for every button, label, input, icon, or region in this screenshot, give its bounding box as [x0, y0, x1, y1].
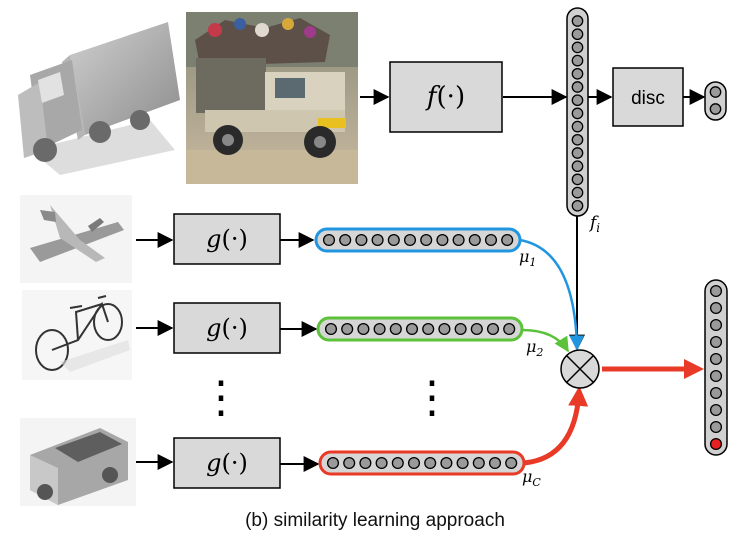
muC-vector [318, 450, 526, 476]
mu2-vector-cell [405, 322, 419, 336]
feature-vector-cell [571, 41, 584, 54]
mu2-vector-cell [454, 322, 467, 336]
output-vector-cell [709, 352, 723, 366]
output-vector-cell [709, 437, 723, 451]
muC-vector-cell [375, 456, 388, 470]
output-vector-cell [709, 284, 723, 298]
bicycle-render-image [22, 290, 132, 380]
figure-caption: (b) similarity learning approach [245, 510, 505, 531]
mu1-vector-cell [452, 233, 465, 247]
feature-vector-cell [571, 173, 584, 186]
mu2-vector-cell [324, 322, 338, 336]
feature-vector-cell [571, 28, 584, 41]
g-block-1: g(·) [173, 213, 281, 265]
feature-vector-cell [571, 199, 584, 212]
muC-vector-cell [472, 456, 485, 470]
feature-vector-cell [571, 160, 584, 173]
output-vector-cell [709, 301, 723, 315]
mu1-vector-cell [420, 233, 433, 247]
arrow-muC-to-combine [523, 386, 589, 466]
mu2-vector-cell [357, 322, 370, 336]
mu1-vector-cell [501, 233, 514, 247]
g-block-3: g(·) [173, 437, 281, 489]
mu1-vector-cell [387, 233, 400, 247]
truck-render-image [10, 10, 182, 178]
output-vector-cell [709, 369, 723, 383]
mu1-vector-cell [436, 233, 449, 247]
muC-vector-cell [505, 456, 518, 470]
feature-vector-cell [571, 81, 584, 93]
truck-photo-image [186, 12, 358, 184]
ellipsis-right: ⋮ [410, 373, 454, 422]
feature-vector-cell [571, 94, 584, 107]
muC-vector-cell [391, 456, 404, 470]
disc-block-label: disc [631, 88, 665, 109]
output-vector-cell [709, 318, 723, 332]
mu1-vector [314, 227, 522, 253]
muC-vector-cell [326, 456, 340, 470]
muC-vector-cell [424, 456, 437, 470]
mu1-vector-cell [484, 233, 498, 247]
muC-vector-cell [343, 456, 356, 470]
feature-vector-cell [571, 15, 584, 27]
mu2-vector-cell [341, 322, 354, 336]
mu1-vector-cell [468, 233, 481, 247]
feature-vector-cell [571, 120, 584, 133]
disc-output-vector [704, 81, 727, 121]
muC-vector-cell [407, 456, 421, 470]
mu1-vector-cell [403, 233, 417, 247]
output-vector-cell [709, 386, 723, 400]
mu2-vector-cell [438, 322, 451, 336]
mu2-vector-cell [470, 322, 483, 336]
output-vector [704, 279, 728, 456]
muC-label: μC [522, 467, 541, 489]
feature-vector-cell [571, 67, 584, 80]
mu1-vector-cell [371, 233, 384, 247]
output-vector-cell [709, 420, 723, 434]
muC-vector-cell [359, 456, 372, 470]
mu1-vector-cell [322, 233, 336, 247]
mu1-vector-cell [355, 233, 368, 247]
f-block-label: f(·) [425, 82, 465, 112]
feature-vector-cell [571, 186, 584, 199]
mu1-label: μ1 [519, 247, 536, 269]
ellipsis-left: ⋮ [199, 373, 243, 422]
mu2-vector-cell [503, 322, 516, 336]
mu2-label: μ2 [526, 337, 543, 359]
muC-vector-cell [456, 456, 469, 470]
feature-vector [566, 7, 589, 217]
mu2-vector-cell [422, 322, 435, 336]
feature-vector-cell [571, 107, 584, 120]
arrow-mu1-to-combine [519, 238, 585, 351]
mu2-vector-cell [389, 322, 402, 336]
g-block-1-label: g(·) [206, 225, 248, 253]
connectors [136, 89, 706, 472]
dumptruck-render-image [20, 418, 136, 506]
feature-vector-cell [571, 133, 584, 146]
airplane-render-image [20, 195, 132, 283]
g-block-3-label: g(·) [206, 449, 248, 477]
disc-output-cell [709, 86, 722, 98]
disc-block: disc [612, 67, 684, 127]
combine-operator [560, 349, 600, 389]
mu2-vector-cell [373, 322, 386, 336]
mu1-vector-cell [339, 233, 352, 247]
muC-vector-cell [440, 456, 453, 470]
g-block-2: g(·) [173, 302, 281, 354]
g-block-2-label: g(·) [206, 314, 248, 342]
muC-vector-cell [488, 456, 502, 470]
output-vector-cell [709, 403, 723, 417]
f-block: f(·) [389, 61, 503, 133]
feature-vector-cell [571, 54, 584, 67]
combine-operator-cross-b [566, 355, 594, 383]
mu2-vector [316, 316, 524, 342]
disc-output-cell [709, 103, 722, 115]
output-vector-cell [709, 335, 723, 349]
mu2-vector-cell [486, 322, 500, 336]
feature-vector-cell [571, 147, 584, 159]
arrow-mu2-to-combine [521, 328, 570, 353]
feature-label: fi [588, 213, 600, 235]
